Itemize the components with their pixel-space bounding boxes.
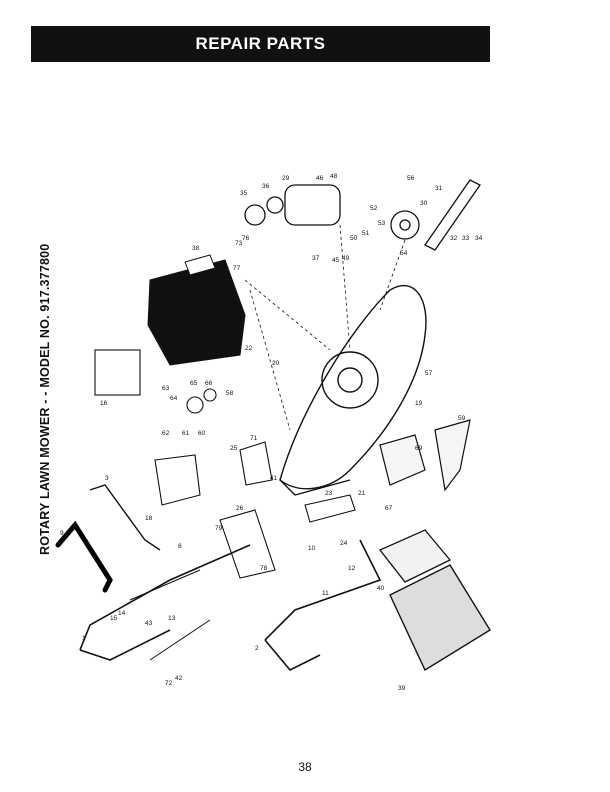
callout-label: 51 [362,230,370,237]
callout-label: 57 [425,370,433,377]
section-banner: REPAIR PARTS [31,26,490,62]
callout-label: 44 [160,340,168,347]
callout-label: 58 [226,390,234,397]
exploded-parts-diagram: 1 2 3 8 9 10 11 12 13 14 15 16 18 19 20 … [55,173,491,692]
blade-assembly [244,179,481,251]
callout-label: 38 [192,245,200,252]
callout-label: 19 [415,400,423,407]
callout-label: 60 [198,430,206,437]
callout-label: 65 [190,380,198,387]
upper-handle-grip [55,520,113,593]
callout-label: 15 [110,615,118,622]
callout-label: 21 [358,490,366,497]
callout-label: 56 [407,175,415,182]
callout-label: 12 [348,565,356,572]
callout-label: 71 [250,435,258,442]
callout-label: 43 [145,620,153,627]
callout-label: 42 [175,675,183,682]
callout-label: 63 [162,385,170,392]
callout-label: 25 [230,445,238,452]
callout-label: 64 [170,395,178,402]
callout-label: 32 [450,235,458,242]
callout-label: 46 [316,175,324,182]
bag-frame [378,529,452,583]
callout-label: 76 [242,235,250,242]
callout-label: 39 [398,685,406,692]
callout-label: 2 [255,645,259,652]
callout-label: 33 [462,235,470,242]
callout-label: 48 [330,173,338,180]
callout-label: 73 [235,240,243,247]
callout-labels: 1 2 3 8 9 10 11 12 13 14 15 16 18 19 20 … [60,173,483,692]
callout-label: 13 [168,615,176,622]
leader-lines [244,224,406,431]
callout-label: 66 [205,380,213,387]
engine [147,254,246,366]
callout-label: 35 [240,190,248,197]
callout-label: 16 [100,400,108,407]
callout-label: 77 [233,265,241,272]
callout-label: 26 [236,505,244,512]
callout-label: 67 [385,505,393,512]
callout-label: 10 [308,545,316,552]
callout-label: 11 [322,590,329,597]
callout-label: 30 [420,200,428,207]
callout-label: 78 [260,565,268,572]
small-parts [94,349,356,579]
callout-label: 14 [118,610,126,617]
callout-label: 62 [162,430,170,437]
mower-deck [279,284,427,496]
callout-label: 3 [105,475,109,482]
callout-label: 29 [282,175,290,182]
callout-label: 31 [435,185,443,192]
callout-label: 37 [312,255,320,262]
handle-assembly [79,544,251,661]
callout-label: 24 [340,540,348,547]
callout-label: 53 [378,220,386,227]
callout-label: 59 [458,415,466,422]
callout-label: 79 [215,525,223,532]
callout-label: 49 [342,255,350,262]
callout-label: 23 [325,490,333,497]
callout-label: 50 [350,235,358,242]
callout-label: 18 [145,515,153,522]
callout-label: 1 [82,635,86,642]
callout-label: 45 [332,257,340,264]
callout-label: 36 [262,183,270,190]
section-title: REPAIR PARTS [195,34,326,53]
callout-label: 52 [370,205,378,212]
callout-label: 9 [60,530,64,537]
deflector [379,419,471,492]
page-number: 38 [298,760,312,774]
callout-label: 8 [178,543,182,550]
callout-label: 54 [400,250,408,257]
callout-label: 41 [270,475,278,482]
control-rod [89,484,161,551]
lower-handle [264,539,382,671]
callout-label: 20 [272,360,280,367]
callout-label: 40 [377,585,385,592]
callout-label: 34 [475,235,483,242]
callout-label: 61 [182,430,190,437]
callout-label: 22 [245,345,253,352]
callout-label: 69 [415,445,423,452]
grass-bag [389,564,491,672]
callout-label: 72 [165,680,173,687]
